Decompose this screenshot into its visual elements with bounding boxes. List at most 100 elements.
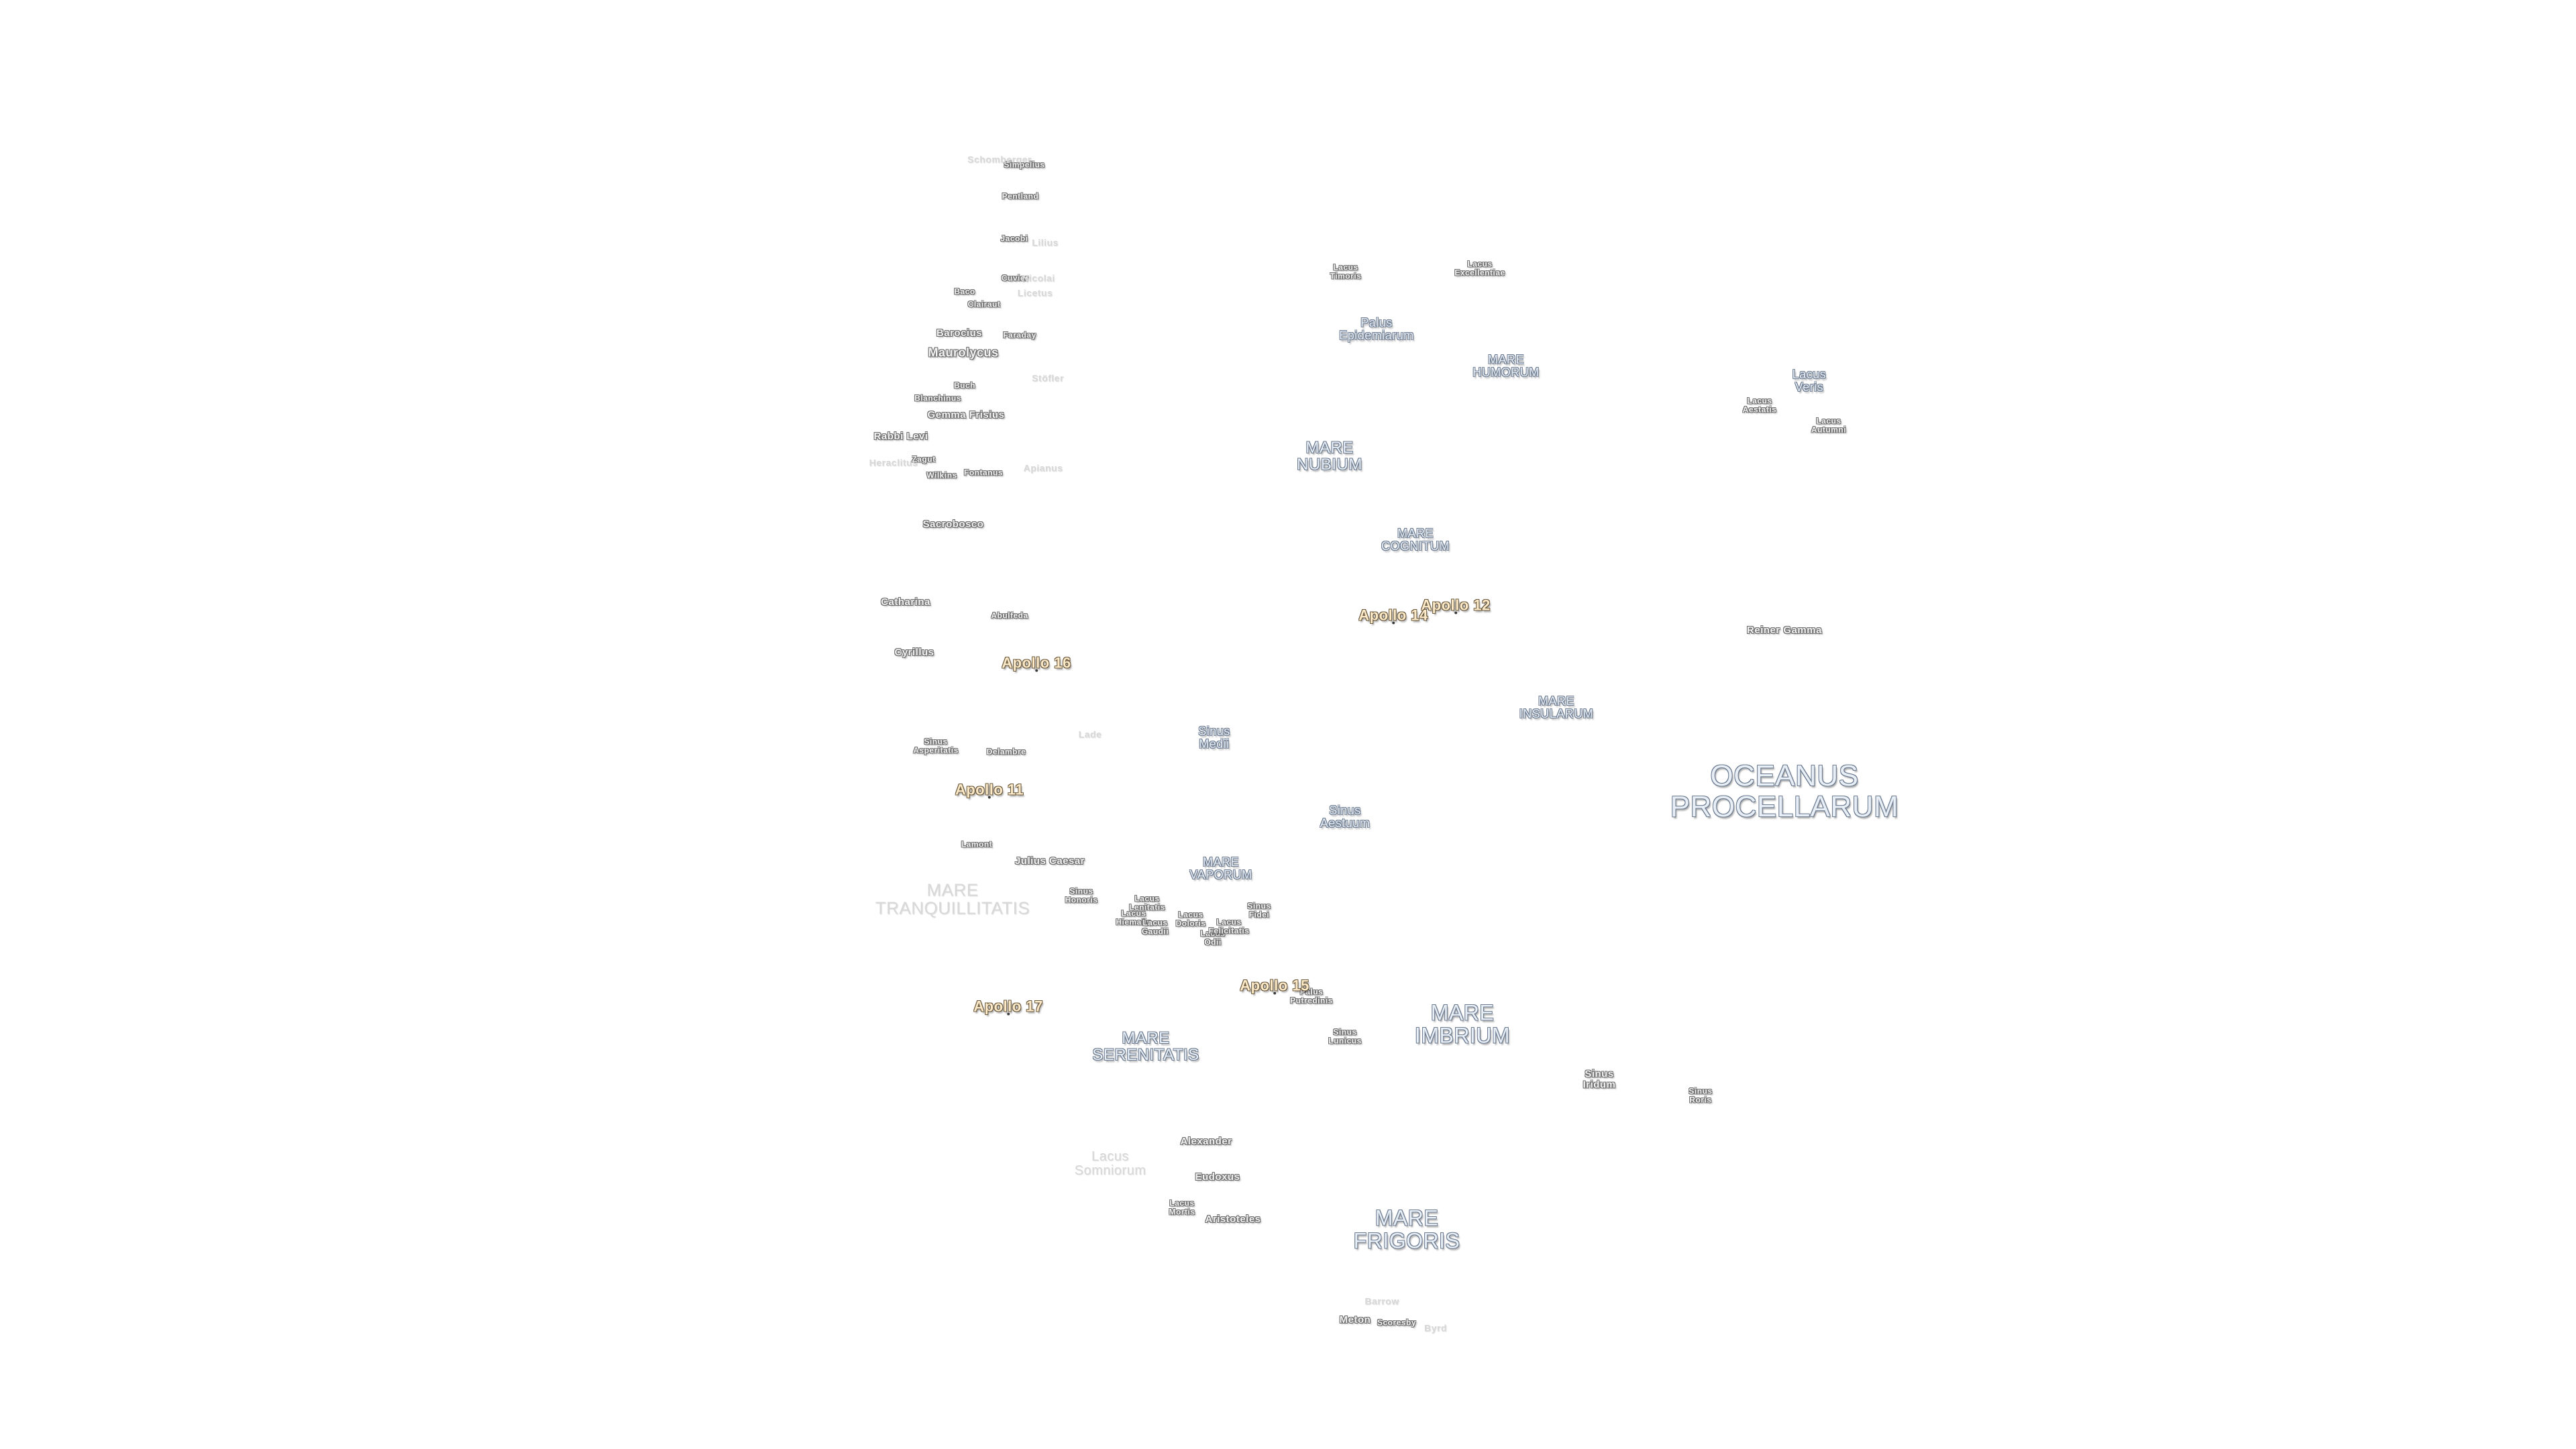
label-pentland[interactable]: Pentland: [1002, 191, 1039, 201]
label-mare-insularum[interactable]: MARE INSULARUM: [1519, 695, 1594, 720]
label-rabbi-levi[interactable]: Rabbi Levi: [873, 431, 928, 443]
label-line: Sinus: [1069, 886, 1093, 896]
label-line: MARE: [1202, 855, 1239, 869]
label-mare-cognitum[interactable]: MARE COGNITUM: [1381, 527, 1450, 553]
label-sinus-aestuum[interactable]: Sinus Aestuum: [1320, 804, 1371, 830]
label-gemma-frisius[interactable]: Gemma Frisius: [927, 409, 1005, 421]
label-line: Sinus: [1198, 724, 1230, 739]
label-eudoxus[interactable]: Eudoxus: [1195, 1171, 1240, 1183]
label-line: Roris: [1689, 1095, 1712, 1104]
label-mare-serenitatis[interactable]: MARE SERENITATIS: [1092, 1030, 1199, 1064]
label-lacus-somniorum[interactable]: Lacus Somniorum: [1075, 1150, 1146, 1178]
label-sinus-fidei[interactable]: Sinus Fidei: [1247, 902, 1271, 918]
label-alexander[interactable]: Alexander: [1180, 1136, 1232, 1148]
label-lacus-autumni[interactable]: Lacus Autumni: [1811, 417, 1846, 433]
label-schomberger[interactable]: Schomberger: [967, 154, 1032, 165]
label-faraday[interactable]: Faraday: [1003, 330, 1036, 340]
label-reiner-gamma[interactable]: Reiner Gamma: [1747, 625, 1822, 637]
label-sinus-asperitatis[interactable]: Sinus Asperitatis: [913, 737, 959, 754]
label-meton[interactable]: Meton: [1339, 1314, 1371, 1326]
label-lacus-mortis[interactable]: Lacus Mortis: [1169, 1199, 1195, 1216]
label-palus-epidemiarum[interactable]: Palus Epidemiarum: [1339, 317, 1414, 342]
apollo-17-site[interactable]: Apollo 17: [973, 998, 1043, 1016]
apollo-14-site[interactable]: Apollo 14: [1358, 607, 1428, 625]
label-sinus-roris[interactable]: Sinus Roris: [1688, 1087, 1712, 1104]
label-oceanus-procellarum[interactable]: OCEANUS PROCELLARUM: [1670, 760, 1898, 822]
label-buch[interactable]: Buch: [954, 380, 975, 390]
label-barocius[interactable]: Barocius: [936, 327, 983, 339]
label-catharina[interactable]: Catharina: [881, 596, 930, 608]
label-mare-humorum[interactable]: MARE HUMORUM: [1472, 354, 1540, 379]
label-licetus[interactable]: Licetus: [1017, 287, 1053, 299]
label-zagut[interactable]: Zagut: [912, 454, 936, 464]
apollo-label: Apollo 15: [1240, 977, 1309, 994]
label-simpelius[interactable]: Simpelius: [1004, 160, 1045, 170]
label-line: TRANQUILLITATIS: [875, 898, 1030, 918]
label-lacus-timoris[interactable]: Lacus Timoris: [1330, 263, 1362, 280]
label-abulfeda[interactable]: Abulfeda: [991, 610, 1028, 621]
label-mare-nubium[interactable]: MARE NUBIUM: [1297, 438, 1362, 474]
label-line: Epidemiarum: [1339, 329, 1414, 342]
label-blanchinus[interactable]: Blanchinus: [914, 393, 961, 403]
label-baco[interactable]: Baco: [954, 286, 975, 297]
label-line: Lacus: [1747, 396, 1772, 406]
label-sinus-honoris[interactable]: Sinus Honoris: [1065, 887, 1098, 904]
label-cyrillus[interactable]: Cyrillus: [894, 647, 934, 659]
label-lacus-felicitatis[interactable]: Lacus Felicitatis: [1209, 918, 1250, 934]
label-fontanus[interactable]: Fontanus: [964, 468, 1003, 478]
label-lamont[interactable]: Lamont: [961, 839, 993, 849]
apollo-11-site[interactable]: Apollo 11: [955, 782, 1024, 799]
label-wilkins[interactable]: Wilkins: [926, 470, 957, 480]
label-lacus-odii[interactable]: Lacus Odii: [1200, 929, 1225, 946]
label-barrow[interactable]: Barrow: [1364, 1295, 1399, 1307]
label-clairaut[interactable]: Clairaut: [967, 299, 1001, 309]
label-lade[interactable]: Lade: [1078, 729, 1102, 740]
label-lacus-hiemalis[interactable]: Lacus Hiemalis: [1116, 909, 1151, 926]
label-maurolycus[interactable]: Maurolycus: [928, 345, 999, 360]
label-sinus-iridum[interactable]: Sinus Iridum: [1583, 1069, 1616, 1090]
label-lacus-gaudii[interactable]: Lacus Gaudii: [1142, 918, 1169, 935]
label-line: INSULARUM: [1519, 707, 1594, 720]
apollo-16-site[interactable]: Apollo 16: [1002, 655, 1071, 672]
label-stofler[interactable]: Stöfler: [1032, 372, 1064, 384]
label-mare-imbrium[interactable]: MARE IMBRIUM: [1415, 1002, 1510, 1046]
apollo-15-site[interactable]: Apollo 15: [1240, 977, 1309, 995]
label-mare-frigoris[interactable]: MARE FRIGORIS: [1354, 1207, 1460, 1252]
label-palus-putredinis[interactable]: Palus Putredinis: [1290, 987, 1333, 1004]
label-sinus-medii[interactable]: Sinus Medii: [1198, 725, 1230, 751]
label-line: MARE: [1487, 353, 1524, 367]
label-lacus-veris[interactable]: Lacus Veris: [1792, 368, 1827, 394]
label-line: Lacus: [1200, 928, 1226, 938]
label-apianus[interactable]: Apianus: [1023, 462, 1063, 474]
label-line: Sinus: [1688, 1086, 1713, 1096]
label-line: Veris: [1794, 380, 1824, 394]
label-scoresby[interactable]: Scoresby: [1377, 1318, 1417, 1328]
label-line: Sinus: [1247, 901, 1271, 911]
label-lilius[interactable]: Lilius: [1032, 237, 1059, 248]
label-line: Lunicus: [1328, 1036, 1362, 1045]
label-lacus-aestatis[interactable]: Lacus Aestatis: [1743, 396, 1777, 413]
label-jacobi[interactable]: Jacobi: [1000, 233, 1028, 244]
label-mare-tranquillitatis[interactable]: MARE TRANQUILLITATIS: [875, 881, 1030, 918]
label-mare-vaporum[interactable]: MARE VAPORUM: [1189, 856, 1252, 881]
label-line: Palus: [1299, 987, 1324, 997]
label-line: IMBRIUM: [1414, 1023, 1511, 1047]
label-lacus-excellentiae[interactable]: Lacus Excellentiae: [1454, 260, 1505, 276]
label-julius-caesar[interactable]: Julius Caesar: [1014, 855, 1085, 867]
label-line: Lacus: [1792, 368, 1827, 382]
label-byrd[interactable]: Byrd: [1424, 1322, 1447, 1334]
label-aristoteles[interactable]: Aristoteles: [1205, 1214, 1261, 1226]
label-cuvier[interactable]: Cuvier: [1001, 273, 1029, 283]
label-nicolai[interactable]: Nicolai: [1022, 272, 1055, 284]
apollo-12-site[interactable]: Apollo 12: [1421, 597, 1491, 614]
label-line: Sinus: [1333, 1027, 1357, 1037]
label-sacrobosco[interactable]: Sacrobosco: [922, 519, 984, 531]
label-heraclitus[interactable]: Heraclitus: [869, 457, 918, 468]
label-lacus-lenitatis[interactable]: Lacus Lenitatis: [1129, 894, 1165, 911]
label-line: Lacus: [1121, 908, 1146, 918]
label-lacus-doloris[interactable]: Lacus Doloris: [1176, 910, 1206, 927]
label-delambre[interactable]: Delambre: [986, 747, 1026, 757]
label-line: MARE: [1305, 438, 1354, 457]
label-line: Gaudii: [1141, 926, 1169, 936]
label-sinus-lunicus[interactable]: Sinus Lunicus: [1328, 1028, 1362, 1044]
